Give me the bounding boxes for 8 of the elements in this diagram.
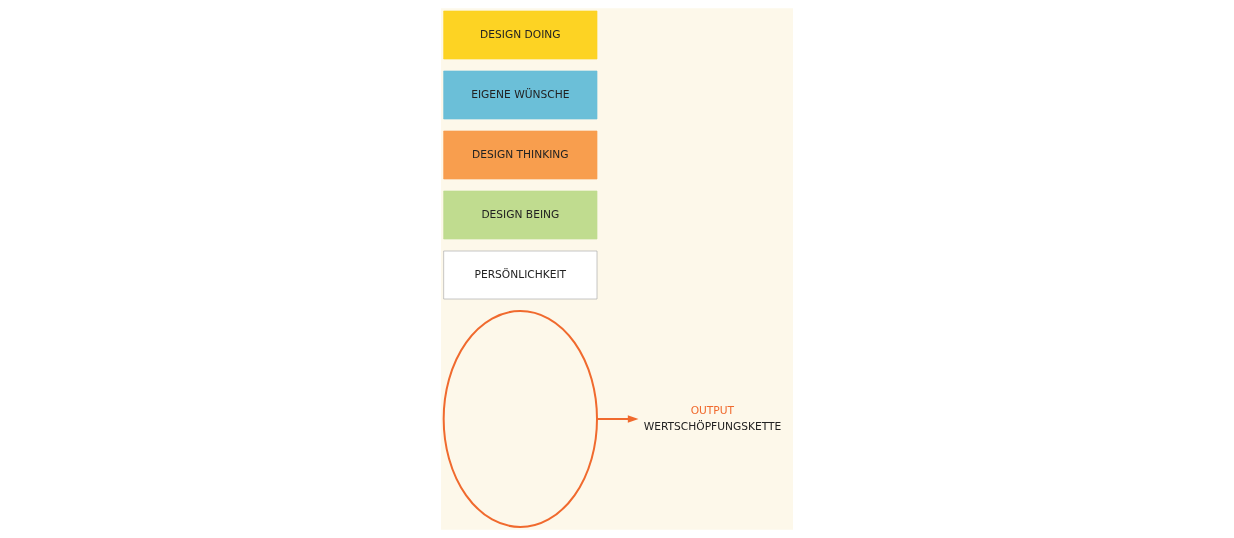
node-box: EIGENE WÜNSCHE: [443, 70, 598, 120]
node-box: PERSÖNLICHKEIT: [443, 250, 598, 300]
node-box: DESIGN BEING: [443, 190, 598, 240]
arrow: [596, 415, 639, 423]
node-box: DESIGN THINKING: [443, 130, 598, 180]
node-ellipse: [442, 310, 598, 528]
node-text: OUTPUT WERTSCHÖPFUNGSKETTE: [643, 403, 782, 433]
node-box: DESIGN DOING: [443, 10, 598, 60]
